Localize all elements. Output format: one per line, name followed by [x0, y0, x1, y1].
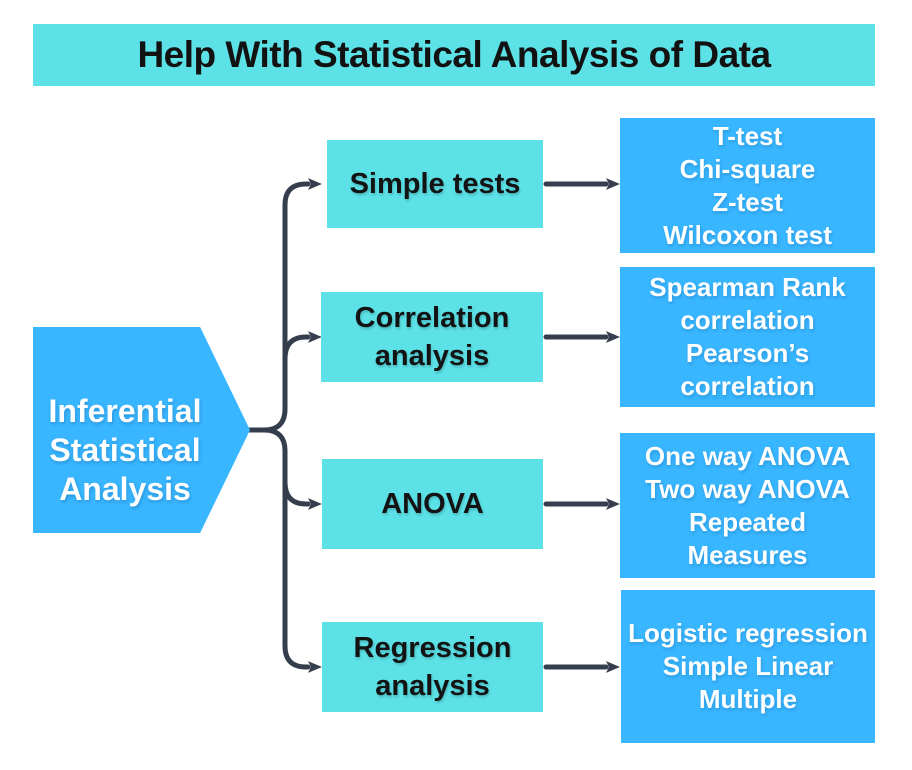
- category-label: ANOVA: [381, 488, 484, 520]
- detail-box-simple-tests: T-test Chi-square Z-test Wilcoxon test: [620, 118, 875, 253]
- root-node-label-line: Inferential: [48, 392, 202, 429]
- detail-item: Chi-square: [679, 153, 816, 184]
- detail-item: Logistic regression: [628, 618, 868, 648]
- detail-box-regression-analysis: Logistic regression Simple Linear Multip…: [621, 590, 875, 743]
- detail-item: Measures: [687, 539, 808, 570]
- detail-item: Spearman Rank: [649, 272, 846, 302]
- detail-item: Z-test: [712, 186, 783, 217]
- detail-item: Two way ANOVA: [645, 473, 850, 504]
- detail-box-anova: One way ANOVA Two way ANOVA Repeated Mea…: [620, 433, 875, 578]
- detail-item: correlation: [680, 371, 815, 401]
- category-label: Simple tests: [349, 168, 521, 200]
- detail-item: T-test: [712, 120, 783, 151]
- detail-item: Simple Linear: [662, 651, 834, 681]
- page-title: Help With Statistical Analysis of Data: [137, 34, 771, 75]
- title-banner: Help With Statistical Analysis of Data: [33, 24, 875, 86]
- detail-item: correlation: [680, 305, 815, 335]
- category-box-correlation-analysis: Correlation analysis: [321, 292, 543, 382]
- category-label: Correlation analysis: [354, 302, 510, 372]
- category-box-anova: ANOVA: [322, 459, 543, 549]
- detail-item: Wilcoxon test: [663, 219, 832, 250]
- detail-item: Repeated: [688, 506, 807, 537]
- root-node-label-line: Analysis: [59, 470, 191, 507]
- category-label: Regression analysis: [353, 632, 512, 702]
- detail-box-correlation-analysis: Spearman Rank correlation Pearson’s corr…: [620, 267, 875, 407]
- root-node-inferential-statistical-analysis: Inferential Statistical Analysis: [33, 327, 250, 533]
- detail-item: Multiple: [698, 684, 798, 714]
- detail-item: One way ANOVA: [644, 440, 851, 471]
- category-box-simple-tests: Simple tests: [327, 140, 543, 228]
- detail-item: Pearson’s: [685, 338, 810, 368]
- category-box-regression-analysis: Regression analysis: [322, 622, 543, 712]
- root-node-label-line: Statistical: [49, 431, 201, 468]
